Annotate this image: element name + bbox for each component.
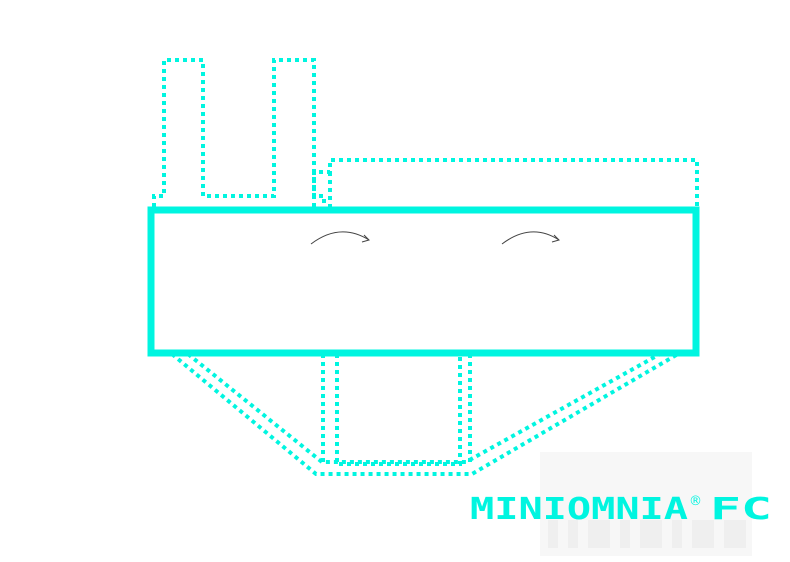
watermark-glyphs bbox=[548, 520, 746, 548]
curved-arrow-right-icon bbox=[501, 231, 560, 245]
dotted-outlines bbox=[152, 58, 699, 476]
top-right-slab-outline bbox=[312, 158, 699, 207]
curved-arrow-right-icon bbox=[310, 231, 370, 245]
bottom-funnel-outer bbox=[170, 352, 680, 476]
main-board bbox=[147, 206, 700, 357]
curved-arrow-right-head bbox=[361, 234, 370, 243]
brand-suffix: FC bbox=[710, 492, 772, 527]
registered-mark: ® bbox=[689, 494, 702, 509]
rotation-arrows bbox=[310, 231, 560, 245]
watermark bbox=[540, 452, 752, 556]
brand-name: MINIOMNIA bbox=[470, 492, 688, 527]
curved-arrow-right-head bbox=[551, 234, 560, 243]
bottom-funnel-inner bbox=[186, 352, 661, 464]
brand-logo: MINIOMNIA ® FC bbox=[470, 492, 772, 527]
bottom-stem-outline bbox=[321, 354, 472, 466]
top-left-connector-outline bbox=[152, 58, 326, 207]
